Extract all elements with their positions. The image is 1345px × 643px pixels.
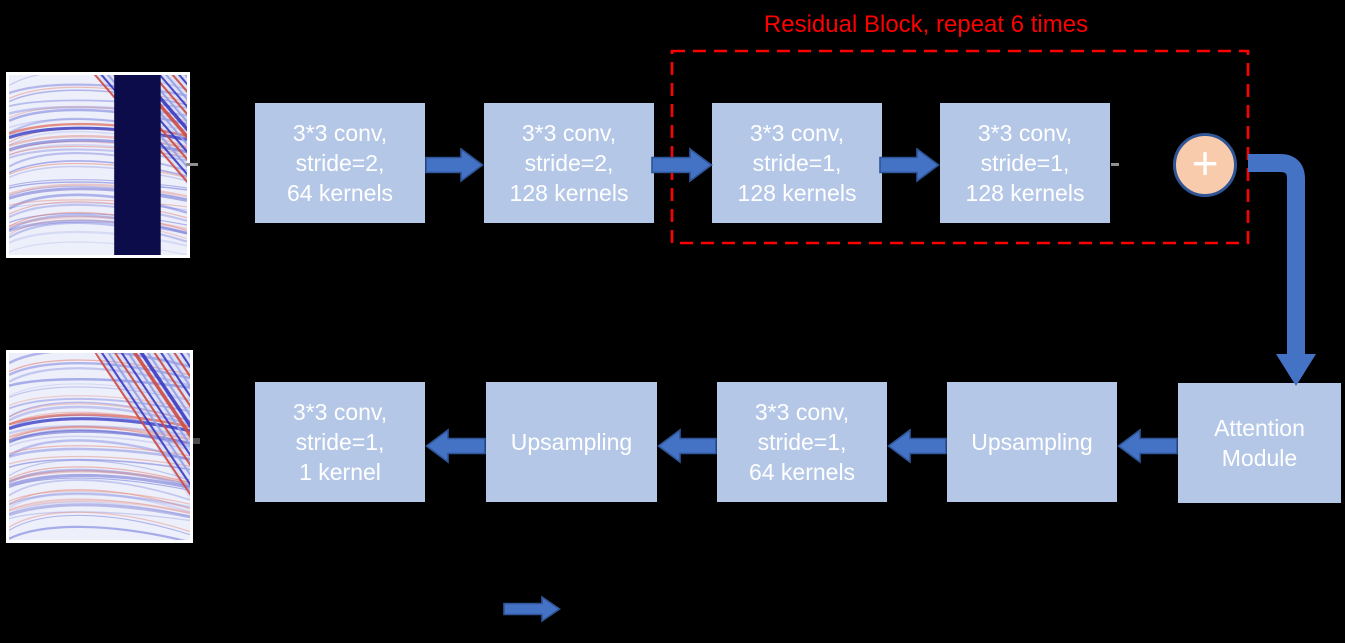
arrow-conv64-to-upsampling2 <box>657 428 717 464</box>
arrow-attention-to-upsampling1 <box>1117 428 1178 464</box>
upsampling-block-1: Upsampling <box>947 382 1117 502</box>
connector-tick-input <box>186 163 198 166</box>
conv-block-64-decoder: 3*3 conv, stride=1, 64 kernels <box>717 382 887 502</box>
masked-seismic-gather-icon <box>9 75 187 255</box>
residual-conv-block-1: 3*3 conv, stride=1, 128 kernels <box>712 103 882 223</box>
connector-tick-output <box>193 438 200 444</box>
conv-block-64: 3*3 conv, stride=2, 64 kernels <box>255 103 425 223</box>
upsampling-block-2: Upsampling <box>486 382 657 502</box>
output-conv-block: 3*3 conv, stride=1, 1 kernel <box>255 382 425 502</box>
arrow-sum-to-attention <box>1248 154 1316 386</box>
connector-tick-sum <box>1111 163 1119 166</box>
residual-block-outline <box>670 49 1250 245</box>
plus-icon: + <box>1191 137 1219 189</box>
input-seismic-image <box>6 72 190 258</box>
attention-module-block: Attention Module <box>1178 383 1341 503</box>
legend-flow-arrow <box>503 595 561 623</box>
conv-block-128: 3*3 conv, stride=2, 128 kernels <box>484 103 654 223</box>
arrow-upsampling2-to-outconv <box>425 428 486 464</box>
sum-node: + <box>1173 133 1237 197</box>
residual-conv-block-2: 3*3 conv, stride=1, 128 kernels <box>940 103 1110 223</box>
arrow-upsampling1-to-conv64 <box>887 428 947 464</box>
residual-block-title: Residual Block, repeat 6 times <box>763 11 1089 38</box>
output-seismic-image <box>6 350 193 543</box>
reconstructed-seismic-gather-icon <box>9 353 190 540</box>
arrow-resconv1-to-resconv2 <box>879 147 940 183</box>
arrow-conv1-to-conv2 <box>425 147 484 183</box>
arrow-conv2-to-residual <box>651 147 713 183</box>
